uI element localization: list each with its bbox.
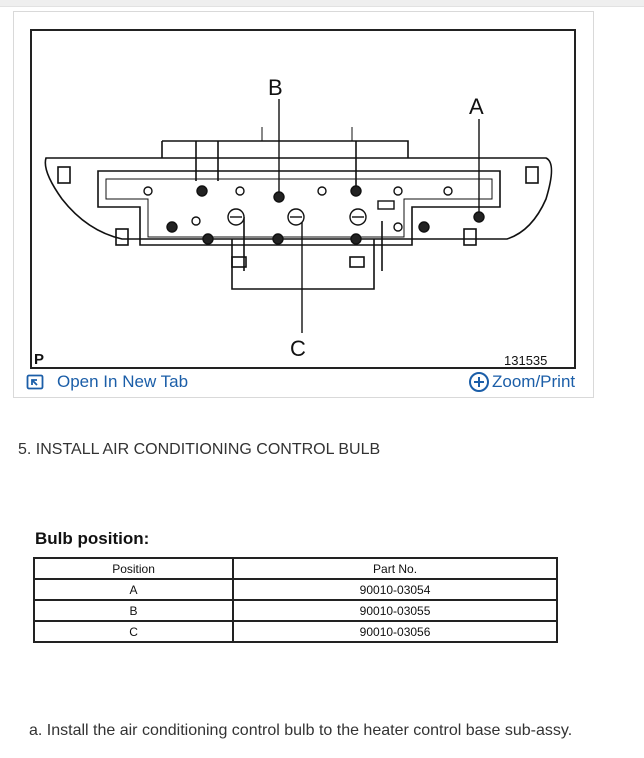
cell-part-no: 90010-03055 — [232, 599, 558, 622]
figure-card: B A C P 131535 Open In New Tab Zoom/Prin… — [13, 11, 594, 398]
control-panel-diagram — [44, 99, 553, 333]
table-header-row: Position Part No. — [32, 557, 558, 580]
lower-bracket — [231, 239, 375, 290]
bulb-position-title: Bulb position: — [35, 529, 150, 548]
callout-a: A — [469, 94, 484, 119]
upper-bracket — [161, 140, 409, 158]
figure-number: 131535 — [504, 353, 548, 368]
table-row: C 90010-03056 — [32, 620, 558, 643]
header-position: Position — [32, 557, 235, 580]
cell-part-no: 90010-03054 — [232, 578, 558, 601]
open-new-tab-icon — [26, 374, 44, 390]
table-row: A 90010-03054 — [32, 578, 558, 601]
cell-position: A — [32, 578, 235, 601]
plus-circle-icon — [469, 372, 489, 392]
open-new-tab-label: Open In New Tab — [57, 372, 189, 391]
callout-c: C — [290, 336, 306, 361]
diagram-frame: B A C P 131535 — [30, 29, 576, 369]
bulb-parts-table: Position Part No. A 90010-03054 B 90010-… — [32, 557, 558, 643]
cell-position: C — [32, 620, 235, 643]
corner-label: P — [34, 351, 45, 368]
cell-part-no: 90010-03056 — [232, 620, 558, 643]
open-new-tab-link[interactable]: Open In New Tab — [26, 372, 188, 392]
install-note: a. Install the air conditioning control … — [29, 722, 573, 739]
zoom-print-link[interactable]: Zoom/Print — [468, 371, 575, 393]
header-part-no: Part No. — [232, 557, 558, 580]
housing-outline — [44, 157, 553, 240]
inner-panel — [97, 170, 501, 246]
table-row: B 90010-03055 — [32, 599, 558, 622]
step-heading: 5. INSTALL AIR CONDITIONING CONTROL BULB — [18, 441, 381, 458]
top-divider — [0, 0, 644, 7]
cell-position: B — [32, 599, 235, 622]
callout-b: B — [268, 75, 283, 100]
zoom-print-label: Zoom/Print — [492, 372, 576, 391]
